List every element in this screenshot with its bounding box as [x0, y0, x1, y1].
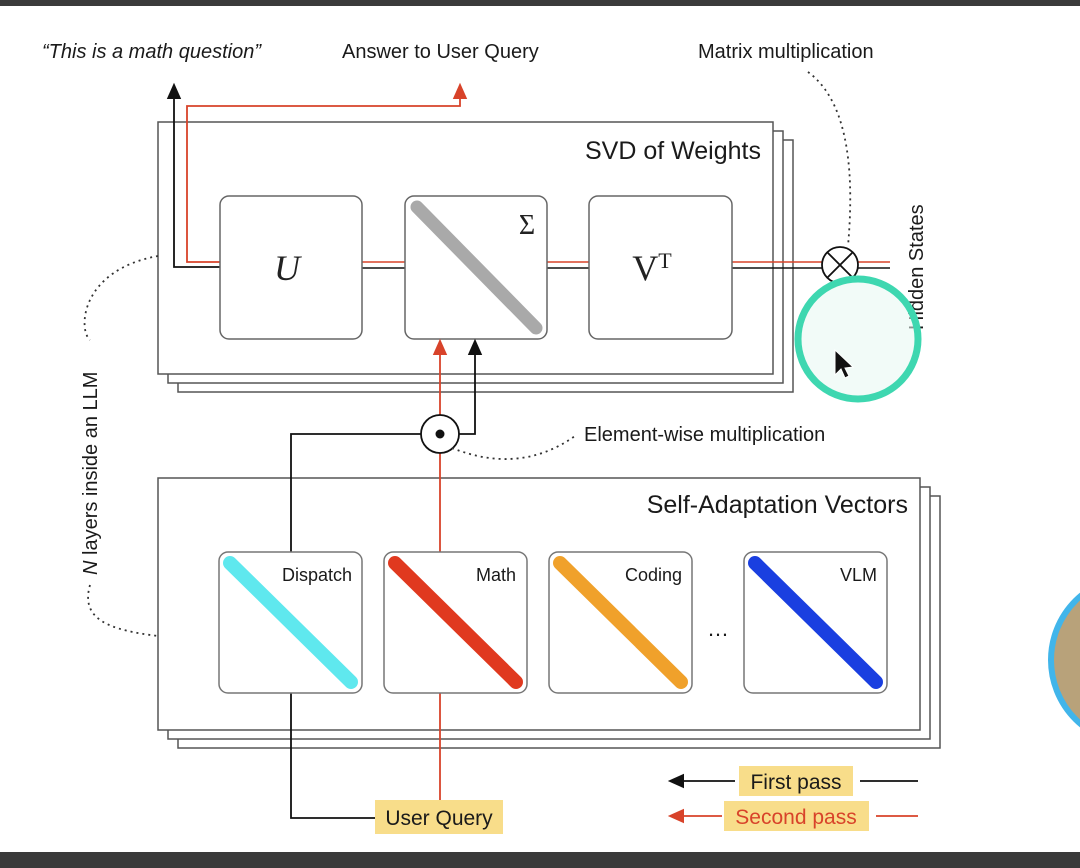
dispatch-to-operator-line: [290, 433, 421, 552]
user-query-highlight: [375, 800, 503, 834]
legend-first-pass: First pass: [750, 771, 841, 794]
math-label: Math: [476, 565, 516, 585]
math-vector-diagonal: [388, 556, 523, 689]
svd-title: SVD of Weights: [585, 137, 761, 165]
dispatch-route-line: [290, 693, 375, 819]
user-query-label: User Query: [385, 807, 493, 830]
sav-title: Self-Adaptation Vectors: [647, 491, 908, 519]
element-wise-operator: [420, 414, 460, 454]
n-layers-bracket: [83, 255, 159, 637]
legend: First pass Second pass: [667, 766, 918, 831]
matrix-mult-leader: [807, 71, 852, 247]
legend-second-pass: Second pass: [735, 806, 856, 829]
cursor-highlight: [794, 275, 922, 403]
first-pass-output-line: [166, 82, 220, 268]
second-pass-output-line: [186, 82, 468, 263]
top-bar: [0, 0, 1080, 6]
u-block: [219, 195, 363, 340]
bottom-bar: [0, 852, 1080, 868]
hidden-states-label: Hidden States: [906, 204, 928, 330]
math-question-label: “This is a math question”: [42, 41, 262, 63]
answer-label: Answer to User Query: [342, 41, 539, 63]
ellipsis: …: [707, 616, 729, 641]
mouse-pointer-icon: [834, 348, 855, 379]
u-label: U: [274, 248, 302, 288]
vt-label: VT: [632, 248, 672, 288]
n-layers-label: N layers inside an LLM: [80, 372, 102, 575]
operator-to-sigma-line: [458, 338, 483, 435]
dispatch-label: Dispatch: [282, 565, 352, 585]
vlm-label: VLM: [840, 565, 877, 585]
element-wise-leader: [451, 435, 576, 460]
webcam-overlay: [1048, 592, 1080, 728]
matrix-mult-label: Matrix multiplication: [698, 41, 874, 63]
svd-connections: [362, 261, 890, 269]
coding-vector-diagonal: [553, 556, 688, 689]
sigma-diagonal: [410, 200, 543, 335]
vlm-vector-diagonal: [748, 556, 883, 689]
sigma-label: Σ: [519, 210, 535, 241]
coding-label: Coding: [625, 565, 682, 585]
element-wise-label: Element-wise multiplication: [584, 424, 825, 446]
vt-block: [588, 195, 733, 340]
dispatch-vector-diagonal: [223, 556, 358, 689]
